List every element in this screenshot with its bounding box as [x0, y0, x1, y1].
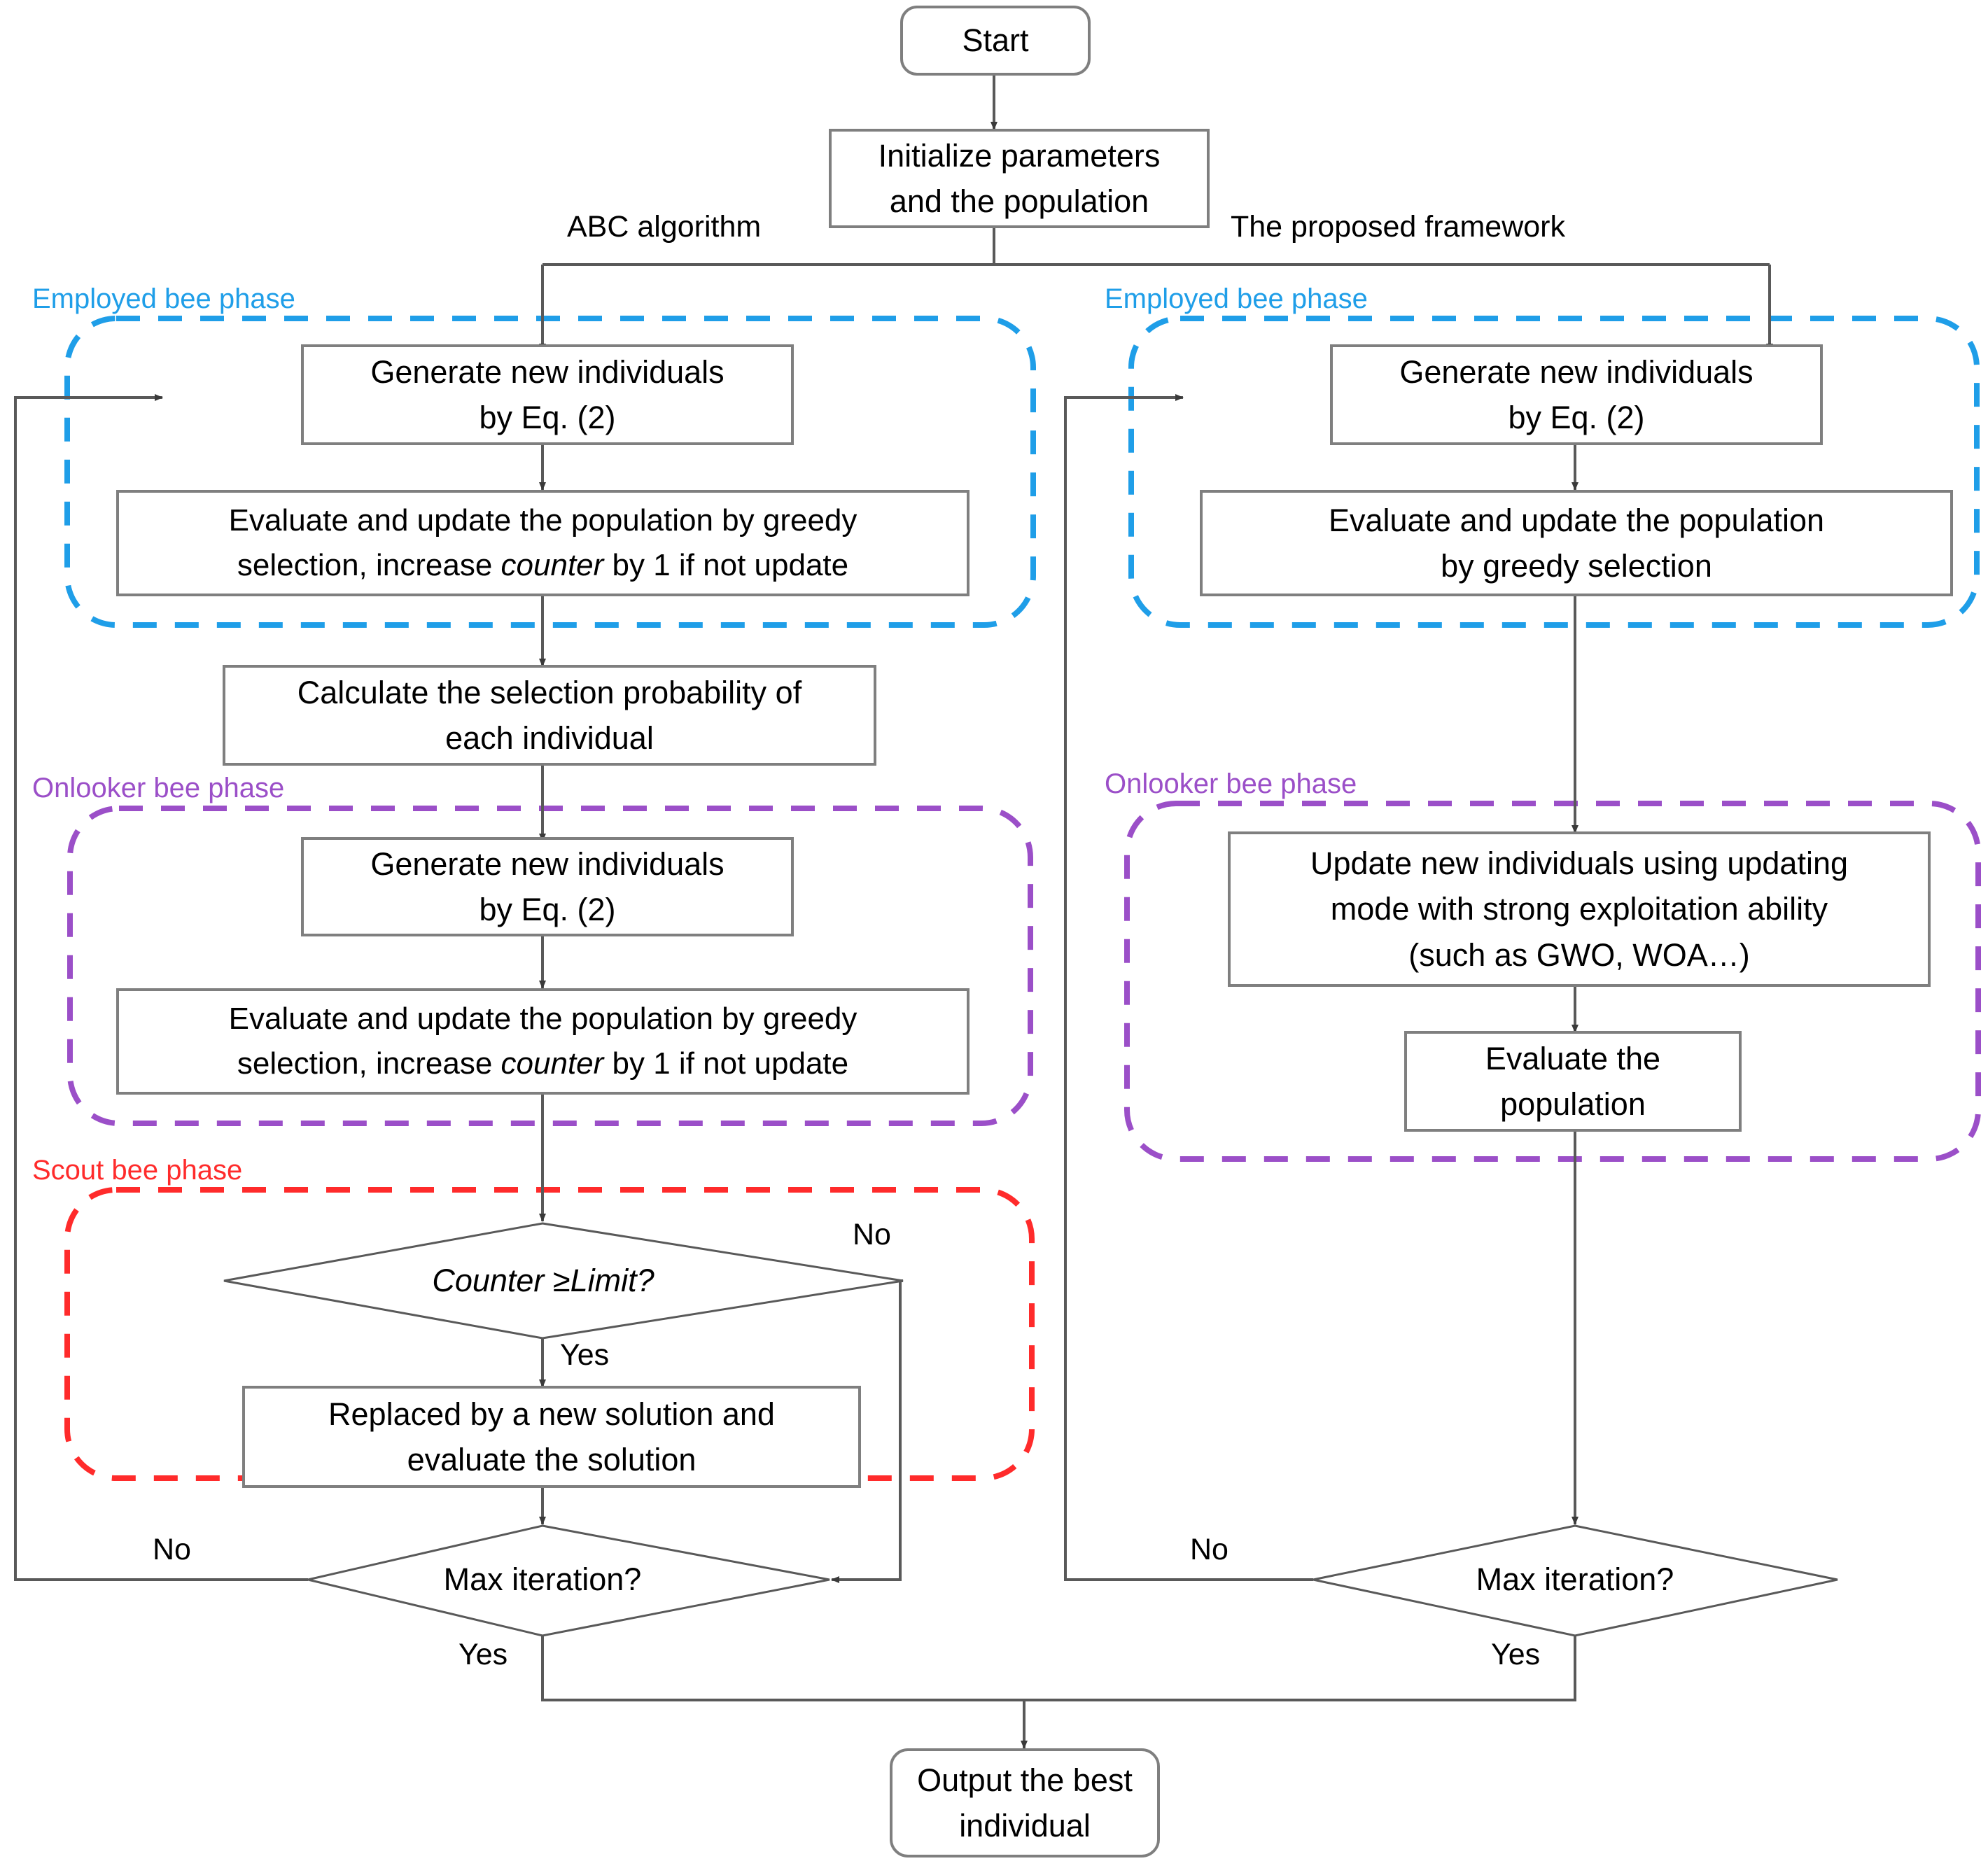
edge-label-counter-yes: Yes — [560, 1338, 610, 1372]
shape-right-onl-update — [1228, 831, 1931, 987]
phase-box-right-onlooker — [1124, 801, 1981, 1162]
shape-right-onl-evaluate — [1404, 1031, 1742, 1132]
shape-start — [900, 6, 1091, 76]
connector-lines — [14, 73, 1838, 1749]
phase-box-right-employed — [1128, 316, 1980, 628]
edge-label-counter-no: No — [853, 1218, 891, 1251]
branch-label-proposed-framework: The proposed framework — [1231, 210, 1565, 244]
shape-left-onl-generate — [301, 837, 794, 936]
edge-label-left-max-no: No — [153, 1533, 191, 1566]
shape-output — [890, 1748, 1160, 1858]
shape-replaced-solution — [242, 1386, 861, 1488]
phase-label-right-onlooker: Onlooker bee phase — [1105, 768, 1357, 799]
edge-counter-no-to-maxiter — [831, 1279, 903, 1583]
edge-right-maxiter-no-loop — [1064, 394, 1313, 1581]
edge-label-right-max-no: No — [1190, 1533, 1228, 1566]
branch-label-abc-algorithm: ABC algorithm — [567, 210, 762, 244]
phase-label-left-employed: Employed bee phase — [32, 283, 295, 314]
shape-left-onl-evaluate — [116, 988, 969, 1095]
edge-left-maxiter-no-loop — [14, 394, 308, 1581]
shape-right-maxiter-diamond — [1312, 1524, 1838, 1637]
shape-left-maxiter-diamond — [307, 1524, 830, 1637]
shape-right-emp-generate — [1330, 344, 1823, 445]
phase-label-left-onlooker: Onlooker bee phase — [32, 773, 285, 803]
shape-left-emp-evaluate — [116, 490, 969, 596]
edge-left-maxiter-yes-to-output — [541, 1636, 1024, 1701]
shape-initialize — [829, 129, 1210, 228]
edge-label-left-max-yes: Yes — [458, 1638, 508, 1671]
phase-box-left-employed — [64, 316, 1036, 628]
phase-label-left-scout: Scout bee phase — [32, 1155, 243, 1186]
phase-label-right-employed: Employed bee phase — [1105, 283, 1368, 314]
shape-left-emp-generate — [301, 344, 794, 445]
phase-box-left-onlooker — [67, 806, 1033, 1126]
shape-right-emp-evaluate — [1200, 490, 1953, 596]
edge-right-maxiter-yes-to-output — [1024, 1636, 1576, 1701]
shape-counter-decision-diamond — [223, 1222, 904, 1340]
edge-label-right-max-yes: Yes — [1491, 1638, 1541, 1671]
shape-calc-probability — [223, 665, 876, 766]
process-node-shapes — [116, 6, 1953, 1858]
